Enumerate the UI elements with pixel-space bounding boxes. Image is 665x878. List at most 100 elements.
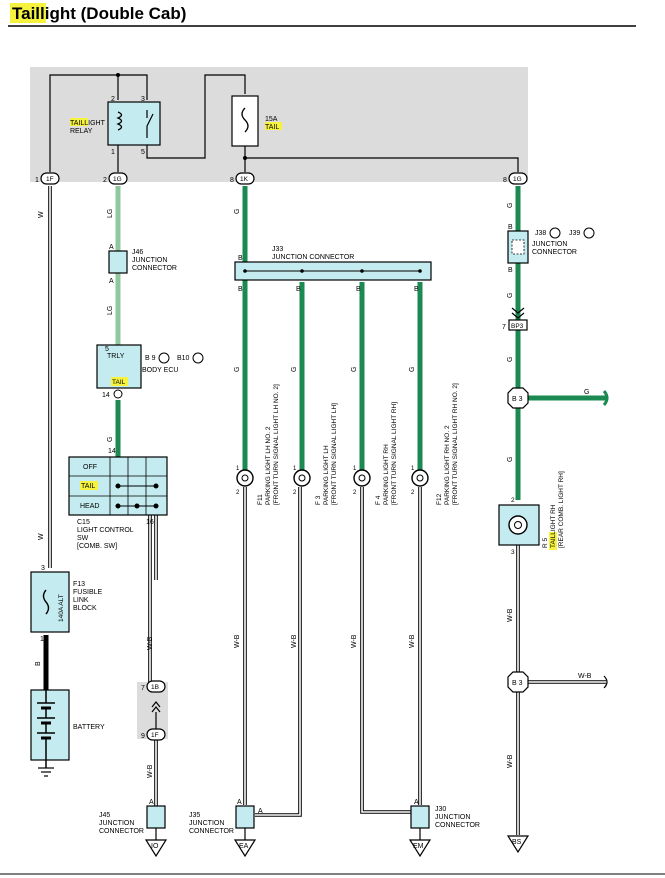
svg-text:W-B: W-B bbox=[147, 636, 154, 650]
j38-j39-connector: B B J38 J39 JUNCTION CONNECTOR bbox=[507, 224, 595, 274]
svg-text:TAILLIGHT RH: TAILLIGHT RH bbox=[550, 504, 557, 548]
body-ecu: TRLY TAIL 5 14 B 9 B10 BODY ECU bbox=[96, 344, 204, 399]
svg-text:B 3: B 3 bbox=[512, 396, 523, 403]
svg-text:A: A bbox=[109, 278, 114, 285]
svg-text:FUSIBLE: FUSIBLE bbox=[73, 589, 103, 596]
ground-io: IO bbox=[144, 839, 168, 858]
bulb-icon bbox=[508, 515, 528, 535]
svg-text:B: B bbox=[414, 286, 419, 293]
relay-label-2: RELAY bbox=[70, 128, 93, 135]
svg-text:B10: B10 bbox=[177, 355, 190, 362]
svg-text:1: 1 bbox=[353, 466, 357, 472]
svg-text:EM: EM bbox=[413, 843, 424, 850]
svg-text:G: G bbox=[507, 457, 514, 462]
svg-text:J38: J38 bbox=[535, 230, 546, 237]
svg-text:W-B: W-B bbox=[507, 754, 514, 768]
svg-text:IO: IO bbox=[151, 843, 159, 850]
svg-text:W-B: W-B bbox=[291, 634, 298, 648]
j33-connector: J33 JUNCTION CONNECTOR B B B B B bbox=[234, 246, 432, 293]
relay-switch-icon bbox=[146, 113, 154, 127]
svg-text:[FRONT TURN SIGNAL LIGHT RH NO: [FRONT TURN SIGNAL LIGHT RH NO. 2] bbox=[452, 383, 459, 505]
fuse-icon bbox=[42, 589, 50, 615]
svg-text:14: 14 bbox=[108, 448, 116, 455]
svg-text:14: 14 bbox=[102, 392, 110, 399]
parking-light-f11: 1 2 F11 PARKING LIGHT LH NO. 2 [FRONT TU… bbox=[236, 384, 280, 505]
svg-text:2: 2 bbox=[103, 177, 107, 184]
svg-text:1: 1 bbox=[293, 466, 297, 472]
svg-text:LIGHT CONTROL: LIGHT CONTROL bbox=[77, 527, 134, 534]
svg-text:1F: 1F bbox=[151, 732, 159, 739]
svg-text:1: 1 bbox=[236, 466, 240, 472]
svg-text:[FRONT TURN SIGNAL LIGHT LH NO: [FRONT TURN SIGNAL LIGHT LH NO. 2] bbox=[273, 384, 280, 505]
svg-text:LG: LG bbox=[107, 306, 114, 315]
ground-icon bbox=[408, 839, 432, 858]
svg-text:2: 2 bbox=[353, 490, 357, 496]
svg-text:C15: C15 bbox=[77, 519, 90, 526]
svg-text:F13: F13 bbox=[73, 581, 85, 588]
inline-connectors: 1B 7 1F 9 bbox=[137, 680, 168, 741]
svg-text:F12: F12 bbox=[436, 493, 443, 505]
parking-light-f12: 1 2 F12 PARKING LIGHT RH NO. 2 [FRONT TU… bbox=[411, 383, 459, 505]
svg-text:PARKING LIGHT LH: PARKING LIGHT LH bbox=[323, 445, 330, 505]
svg-text:W-B: W-B bbox=[578, 673, 592, 680]
fuse-name-label: TAIL bbox=[265, 124, 279, 131]
relay-pin-label: 5 bbox=[141, 149, 145, 156]
svg-text:CONNECTOR: CONNECTOR bbox=[99, 828, 144, 835]
svg-text:CONNECTOR: CONNECTOR bbox=[435, 822, 480, 829]
svg-text:W-B: W-B bbox=[507, 608, 514, 622]
svg-text:A: A bbox=[109, 244, 114, 251]
relay-pin-label: 3 bbox=[141, 96, 145, 103]
connector-view-icon bbox=[158, 352, 170, 364]
svg-text:J39: J39 bbox=[569, 230, 580, 237]
svg-text:G: G bbox=[507, 357, 514, 362]
svg-text:W-B: W-B bbox=[351, 634, 358, 648]
svg-text:J33: J33 bbox=[272, 246, 283, 253]
ground-icon bbox=[144, 839, 168, 858]
connector-view-icon bbox=[583, 227, 595, 239]
svg-text:B: B bbox=[296, 286, 301, 293]
svg-text:TRLY: TRLY bbox=[107, 353, 125, 360]
connector-1f: 1F 1 bbox=[35, 172, 60, 185]
svg-text:7: 7 bbox=[141, 685, 145, 692]
svg-text:PARKING LIGHT LH NO. 2: PARKING LIGHT LH NO. 2 bbox=[265, 426, 272, 505]
bulb-icon bbox=[411, 469, 429, 487]
connector-1g-right: 1G 8 bbox=[503, 172, 528, 185]
svg-text:J35: J35 bbox=[189, 812, 200, 819]
bulb-icon bbox=[353, 469, 371, 487]
j45-connector: A J45 JUNCTION CONNECTOR bbox=[99, 799, 166, 840]
svg-text:1: 1 bbox=[35, 177, 39, 184]
svg-text:J30: J30 bbox=[435, 806, 446, 813]
battery-icon bbox=[37, 690, 55, 768]
svg-text:G: G bbox=[351, 367, 358, 372]
svg-text:BS: BS bbox=[512, 839, 522, 846]
svg-text:2: 2 bbox=[236, 490, 240, 496]
svg-text:R 5: R 5 bbox=[542, 538, 549, 549]
svg-text:G: G bbox=[107, 437, 114, 442]
svg-text:2: 2 bbox=[411, 490, 415, 496]
svg-text:A: A bbox=[237, 799, 242, 806]
svg-text:B: B bbox=[238, 286, 243, 293]
ground-icon bbox=[38, 767, 54, 777]
svg-text:B: B bbox=[238, 255, 243, 262]
parking-lights: 1 2 F11 PARKING LIGHT LH NO. 2 [FRONT TU… bbox=[236, 383, 459, 505]
parking-light-f3: 1 2 F 3 PARKING LIGHT LH [FRONT TURN SIG… bbox=[293, 403, 338, 505]
splice-b3-upper: B 3 bbox=[507, 387, 529, 409]
svg-text:8: 8 bbox=[230, 177, 234, 184]
svg-text:HEAD: HEAD bbox=[80, 503, 99, 510]
ground-ea: EA bbox=[233, 839, 257, 858]
svg-text:B 3: B 3 bbox=[512, 680, 523, 687]
svg-text:9: 9 bbox=[141, 733, 145, 740]
fusible-link-block: 140A ALT 3 1 F13 FUSIBLE LINK BLOCK bbox=[30, 565, 103, 643]
rear-taillight: 2 3 R 5 TAILLIGHT RH [REAR COMB. LIGHT R… bbox=[498, 471, 565, 556]
battery: BATTERY bbox=[30, 689, 105, 777]
svg-text:W-B: W-B bbox=[147, 764, 154, 778]
svg-text:G: G bbox=[234, 367, 241, 372]
svg-text:16: 16 bbox=[146, 519, 154, 526]
svg-text:W: W bbox=[38, 211, 45, 218]
splice-dot bbox=[243, 156, 247, 160]
svg-text:CONNECTOR: CONNECTOR bbox=[189, 828, 234, 835]
bp3-connector: BP3 7 bbox=[502, 307, 528, 331]
svg-text:JUNCTION: JUNCTION bbox=[99, 820, 134, 827]
